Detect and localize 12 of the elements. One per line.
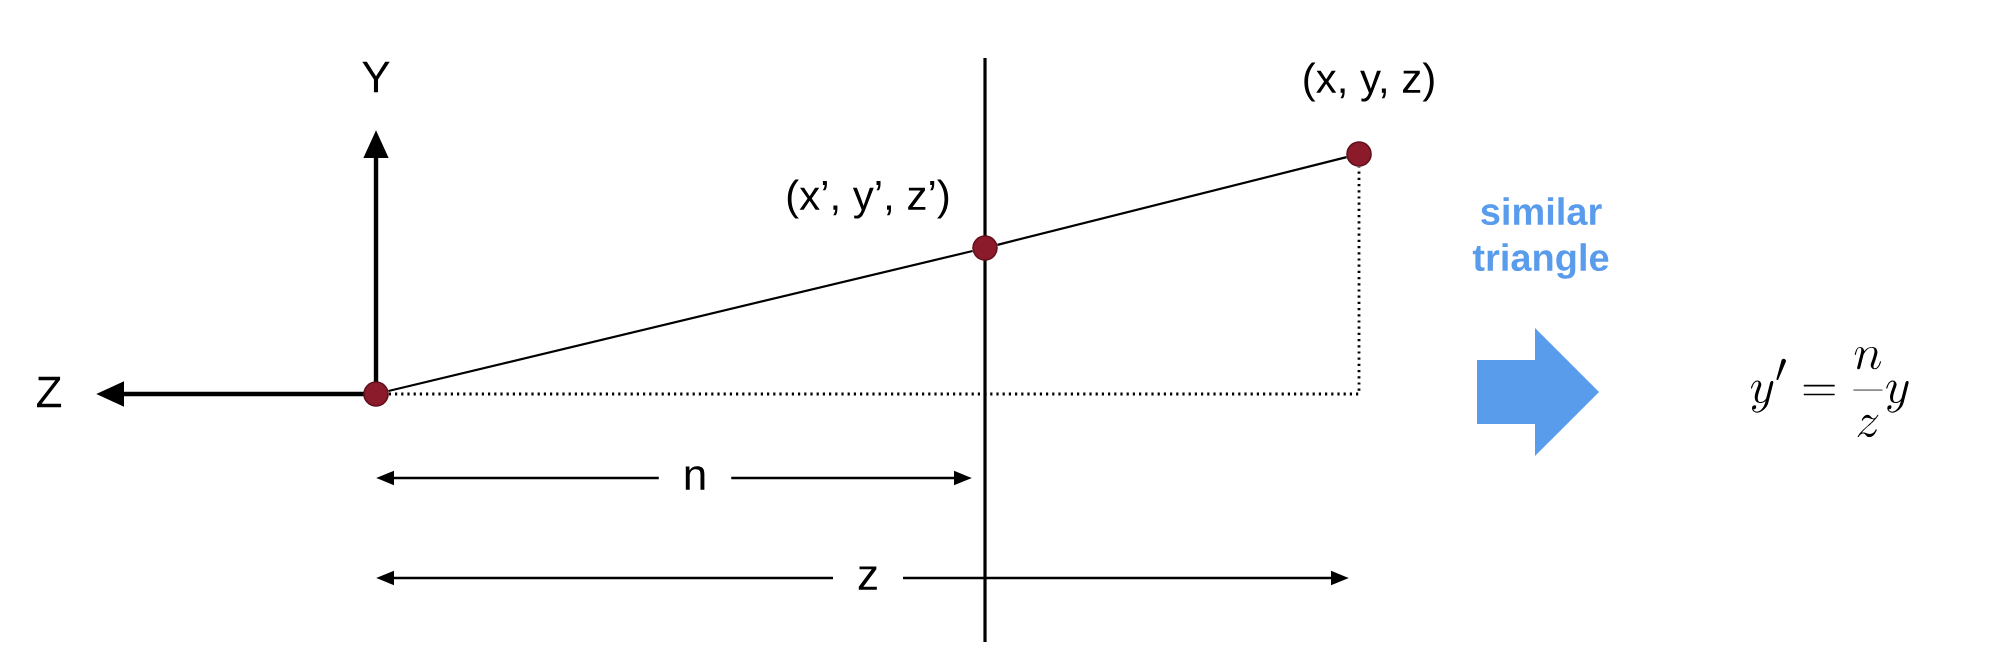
line [388, 249, 973, 393]
point [363, 381, 389, 407]
dimension-label: z [833, 564, 903, 592]
formula: $y' = \frac{n}{z}y$ [1750, 346, 1909, 438]
line [388, 166, 1361, 396]
dimension-label: n [658, 464, 732, 492]
point-label: (x’, y’, z’) [787, 179, 949, 219]
axis-label: Y [362, 61, 390, 93]
point-label: (x, y, z) [1304, 62, 1434, 102]
axis-label: Z [37, 376, 62, 408]
line [997, 156, 1347, 246]
annotation-text: similar triangle [1472, 197, 1609, 279]
